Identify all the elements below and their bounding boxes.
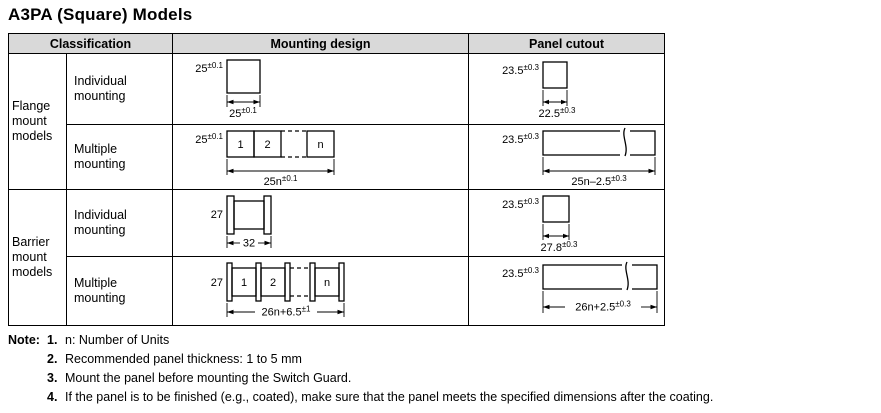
cutout-outline — [542, 61, 568, 89]
svg-text:2: 2 — [270, 277, 276, 289]
cutout-outline — [542, 195, 570, 223]
svg-text:26n+6.5±1: 26n+6.5±1 — [262, 305, 311, 319]
height-dimension-label: 27 — [211, 209, 223, 221]
note-text: n: Number of Units — [65, 333, 170, 347]
cell-flange-multiple-mounting: 1 2 n 25±0.1 25n± — [172, 124, 469, 190]
svg-text:23.5±0.3: 23.5±0.3 — [502, 266, 539, 280]
note-text: Mount the panel before mounting the Swit… — [65, 371, 352, 385]
cell-barrier-individual-cutout: 23.5±0.3 27.8±0.3 — [468, 189, 665, 257]
svg-text:1: 1 — [237, 139, 243, 151]
width-dimension: 25n–2.5±0.3 — [542, 157, 656, 187]
group-label-flange: Flange mount models — [8, 53, 67, 190]
unit-boxes-with-barriers: 1 2 n — [226, 262, 345, 302]
row-barrier-individual: Barrier mount models Individual mounting… — [8, 189, 665, 326]
note-label-spacer — [8, 369, 47, 388]
flange-individual-mounting-diagram: 25±0.1 25±0.1 — [195, 59, 261, 120]
note-text: Recommended panel thickness: 1 to 5 mm — [65, 352, 302, 366]
cell-barrier-multiple-mounting: 1 2 n 27 — [172, 256, 469, 326]
width-dimension: 32 — [226, 236, 272, 250]
cutout-outline — [542, 127, 656, 157]
type-label-barrier-individual: Individual mounting — [66, 189, 173, 257]
barrier-individual-cutout-diagram: 23.5±0.3 27.8±0.3 — [502, 195, 578, 254]
cell-barrier-multiple-cutout: 23.5±0.3 26n+2.5±0.3 — [468, 256, 665, 326]
flange-multiple-mounting-diagram: 1 2 n 25±0.1 25n± — [195, 130, 335, 187]
note-label-spacer — [8, 350, 47, 369]
svg-text:25±0.1: 25±0.1 — [195, 61, 223, 75]
note-number: 2. — [47, 352, 58, 366]
barrier-multiple-cutout-diagram: 23.5±0.3 26n+2.5±0.3 — [502, 261, 658, 314]
page-title: A3PA (Square) Models — [8, 5, 193, 24]
note-item: 3. Mount the panel before mounting the S… — [8, 369, 873, 388]
header-panel-cutout: Panel cutout — [468, 33, 665, 54]
width-dimension: 26n+6.5±1 — [226, 303, 345, 319]
row-barrier-multiple: Multiple mounting — [9, 256, 665, 326]
width-dimension: 26n+2.5±0.3 — [542, 291, 658, 314]
note-item: 2. Recommended panel thickness: 1 to 5 m… — [8, 350, 873, 369]
svg-text:32: 32 — [243, 238, 255, 250]
flange-multiple-cutout-diagram: 23.5±0.3 25n–2.5±0.3 — [502, 127, 656, 187]
type-label-flange-multiple: Multiple mounting — [66, 124, 173, 190]
svg-text:27.8±0.3: 27.8±0.3 — [541, 240, 578, 254]
height-dimension-label: 23.5±0.3 — [502, 266, 539, 280]
switch-body-outline — [226, 59, 261, 94]
note-number: 1. — [47, 333, 58, 347]
svg-text:n: n — [324, 277, 330, 289]
barrier-multiple-mounting-diagram: 1 2 n 27 — [211, 262, 345, 319]
note-number: 3. — [47, 371, 58, 385]
width-dimension: 25±0.1 — [226, 95, 261, 120]
svg-text:25±0.1: 25±0.1 — [195, 132, 223, 146]
height-dimension-label: 25±0.1 — [195, 61, 223, 75]
note-item: 4. If the panel is to be finished (e.g.,… — [8, 388, 873, 407]
svg-text:25n–2.5±0.3: 25n–2.5±0.3 — [571, 174, 627, 187]
group-label-barrier: Barrier mount models — [8, 189, 67, 326]
note-number: 4. — [47, 390, 58, 404]
note-label: Note: — [8, 333, 40, 347]
cell-flange-multiple-cutout: 23.5±0.3 25n–2.5±0.3 — [468, 124, 665, 190]
notes-section: Note: 1. n: Number of Units 2. Recommend… — [8, 331, 873, 407]
row-flange-individual: Flange mount models Individual mounting … — [8, 53, 665, 190]
svg-text:25n±0.1: 25n±0.1 — [264, 174, 298, 187]
cutout-outline — [542, 261, 658, 291]
cell-barrier-individual-mounting: 27 32 — [172, 189, 469, 257]
barrier-individual-mounting-diagram: 27 32 — [211, 195, 272, 250]
header-classification: Classification — [8, 33, 173, 54]
width-dimension: 25n±0.1 — [226, 159, 335, 187]
svg-text:1: 1 — [241, 277, 247, 289]
height-dimension-label: 23.5±0.3 — [502, 132, 539, 146]
break-squiggle — [625, 261, 629, 291]
height-dimension-label: 23.5±0.3 — [502, 63, 539, 77]
note-label-spacer — [8, 388, 47, 407]
svg-text:2: 2 — [264, 139, 270, 151]
type-label-barrier-multiple: Multiple mounting — [66, 256, 173, 326]
svg-text:22.5±0.3: 22.5±0.3 — [539, 106, 576, 120]
models-table: Classification Mounting design Panel cut… — [8, 33, 665, 326]
height-dimension-label: 23.5±0.3 — [502, 197, 539, 211]
note-item: Note: 1. n: Number of Units — [8, 331, 873, 350]
flange-individual-cutout-diagram: 23.5±0.3 22.5±0.3 — [502, 61, 576, 120]
break-squiggle — [623, 127, 627, 157]
svg-text:23.5±0.3: 23.5±0.3 — [502, 197, 539, 211]
svg-text:23.5±0.3: 23.5±0.3 — [502, 63, 539, 77]
width-dimension: 27.8±0.3 — [541, 224, 578, 254]
row-flange-multiple: Multiple mounting 1 2 n — [9, 124, 665, 190]
cell-flange-individual-mounting: 25±0.1 25±0.1 — [172, 53, 469, 125]
note-text: If the panel is to be finished (e.g., co… — [65, 390, 714, 404]
svg-text:23.5±0.3: 23.5±0.3 — [502, 132, 539, 146]
svg-text:27: 27 — [211, 277, 223, 289]
unit-boxes: 1 2 n — [226, 130, 335, 158]
svg-text:26n+2.5±0.3: 26n+2.5±0.3 — [575, 300, 631, 314]
height-dimension-label: 25±0.1 — [195, 132, 223, 146]
type-label-flange-individual: Individual mounting — [66, 53, 173, 125]
width-dimension: 22.5±0.3 — [539, 90, 576, 120]
svg-text:27: 27 — [211, 209, 223, 221]
table-header-row: Classification Mounting design Panel cut… — [8, 33, 665, 54]
height-dimension-label: 27 — [211, 277, 223, 289]
switch-body-with-barriers — [226, 195, 272, 235]
svg-text:25±0.1: 25±0.1 — [229, 106, 257, 120]
cell-flange-individual-cutout: 23.5±0.3 22.5±0.3 — [468, 53, 665, 125]
svg-text:n: n — [317, 139, 323, 151]
header-mounting-design: Mounting design — [172, 33, 469, 54]
